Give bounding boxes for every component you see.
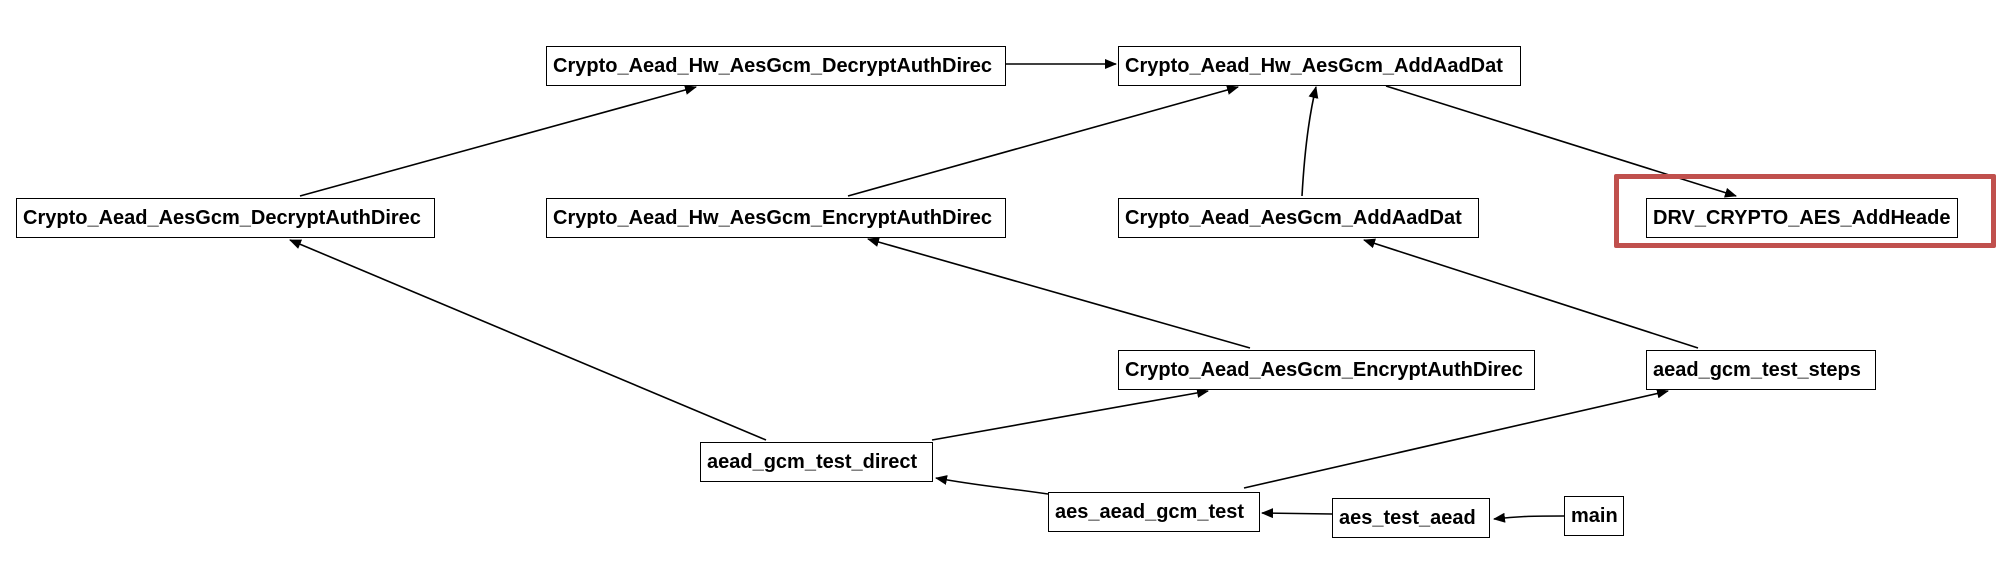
edge-addaad-to-hw-addaad — [1301, 86, 1319, 197]
node-aead-gcm-test-direct[interactable]: aead_gcm_test_direct — [700, 442, 933, 482]
node-crypto-aead-aesgcm-addaaddata[interactable]: Crypto_Aead_AesGcm_AddAadDat — [1118, 198, 1479, 238]
edge-direct-to-encrypt — [931, 387, 1209, 441]
edge-steps-to-addaad — [1363, 238, 1699, 349]
edge-main-to-test-aead — [1493, 512, 1565, 523]
node-crypto-aead-hw-aesgcm-encryptauthdirect[interactable]: Crypto_Aead_Hw_AesGcm_EncryptAuthDirec — [546, 198, 1006, 238]
node-drv-crypto-aes-addheader[interactable]: DRV_CRYPTO_AES_AddHeade — [1646, 198, 1958, 238]
node-crypto-aead-hw-aesgcm-addaaddata[interactable]: Crypto_Aead_Hw_AesGcm_AddAadDat — [1118, 46, 1521, 86]
node-aes-test-aead[interactable]: aes_test_aead — [1332, 498, 1490, 538]
edge-test-aead-to-gcm-test — [1261, 508, 1333, 519]
edge-gcm-test-to-direct — [935, 475, 1049, 495]
node-aes-aead-gcm-test[interactable]: aes_aead_gcm_test — [1048, 492, 1260, 532]
selected-node-highlight — [1614, 174, 1996, 248]
node-crypto-aead-aesgcm-encryptauthdirect[interactable]: Crypto_Aead_AesGcm_EncryptAuthDirec — [1118, 350, 1535, 390]
edge-hw-encrypt-to-hw-addaad — [847, 85, 1239, 197]
edge-gcm-test-to-steps — [1243, 388, 1669, 489]
node-crypto-aead-hw-aesgcm-decryptauthdirect[interactable]: Crypto_Aead_Hw_AesGcm_DecryptAuthDirec — [546, 46, 1006, 86]
edge-decrypt-to-hw-decrypt — [299, 85, 697, 197]
edge-encrypt-to-hw-encrypt — [867, 237, 1251, 349]
node-crypto-aead-aesgcm-decryptauthdirect[interactable]: Crypto_Aead_AesGcm_DecryptAuthDirec — [16, 198, 435, 238]
edge-direct-to-decrypt — [289, 239, 767, 441]
node-main[interactable]: main — [1564, 496, 1624, 536]
node-aead-gcm-test-steps[interactable]: aead_gcm_test_steps — [1646, 350, 1876, 390]
